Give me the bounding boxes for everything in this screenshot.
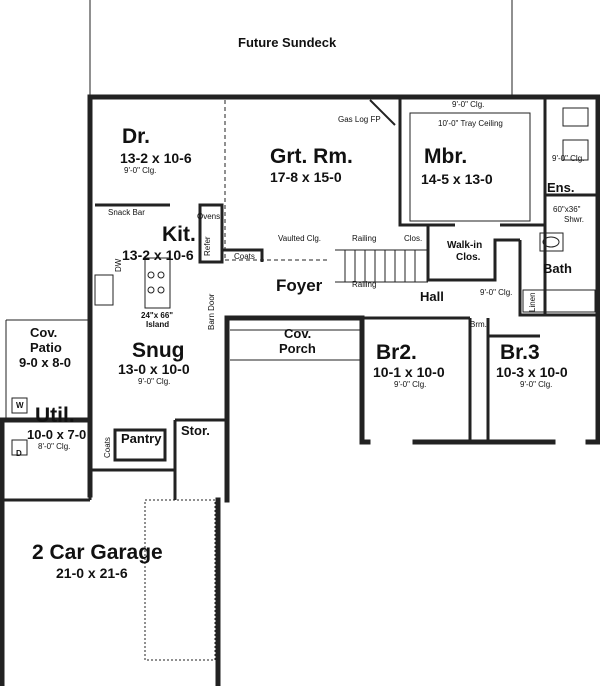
patio-dim: 9-0 x 8-0 bbox=[19, 355, 72, 370]
br3-name: Br.3 bbox=[500, 341, 540, 364]
foyer-label: Foyer bbox=[276, 276, 323, 295]
mbr-dim: 14-5 x 13-0 bbox=[421, 171, 493, 187]
br2-clg: 9'-0" Clg. bbox=[394, 380, 427, 389]
snug-name: Snug bbox=[132, 339, 185, 362]
ens-clg: 9'-0" Clg. bbox=[552, 154, 585, 163]
dr-dim: 13-2 x 10-6 bbox=[120, 150, 192, 166]
kit-name: Kit. bbox=[162, 223, 196, 246]
walkin-label-2: Clos. bbox=[456, 252, 481, 263]
kit-dim: 13-2 x 10-6 bbox=[122, 247, 194, 263]
snug-dim: 13-0 x 10-0 bbox=[118, 361, 190, 377]
vaulted-label: Vaulted Clg. bbox=[278, 234, 321, 243]
railing-label-2: Railing bbox=[352, 280, 377, 289]
util-clg: 8'-0" Clg. bbox=[38, 442, 71, 451]
exterior-walls bbox=[0, 94, 600, 686]
washer-label: W bbox=[16, 401, 24, 410]
snack-bar-label: Snack Bar bbox=[108, 208, 145, 217]
snug-clg: 9'-0" Clg. bbox=[138, 377, 171, 386]
coats-label-1: Coats bbox=[234, 252, 255, 261]
brm-label: Brm. bbox=[470, 320, 487, 329]
grt-name: Grt. Rm. bbox=[270, 145, 353, 168]
shower-label: 60"x36" bbox=[553, 205, 581, 214]
shower-label-2: Shwr. bbox=[564, 215, 585, 224]
util-dim: 10-0 x 7-0 bbox=[27, 427, 87, 442]
util-name: Util. bbox=[35, 404, 75, 427]
fixtures bbox=[5, 99, 596, 661]
hall-clg-label: 9'-0" Clg. bbox=[480, 288, 513, 297]
br3-dim: 10-3 x 10-0 bbox=[496, 364, 568, 380]
dw-label: DW bbox=[114, 258, 123, 272]
hall-label: Hall bbox=[420, 289, 444, 304]
mbr-clg-label: 9'-0" Clg. bbox=[452, 100, 485, 109]
linen-label: Linen bbox=[528, 292, 537, 312]
sundeck-outline bbox=[89, 0, 513, 95]
sundeck-label: Future Sundeck bbox=[238, 35, 337, 50]
railing-label-1: Railing bbox=[352, 234, 377, 243]
dr-name: Dr. bbox=[122, 125, 151, 148]
garage-name: 2 Car Garage bbox=[32, 541, 163, 564]
porch-label-1: Cov. bbox=[284, 326, 312, 341]
tray-label: 10'-0" Tray Ceiling bbox=[438, 119, 503, 128]
gas-log-label: Gas Log FP bbox=[338, 115, 381, 124]
pantry-label: Pantry bbox=[121, 431, 162, 446]
coats-label-2: Coats bbox=[103, 437, 112, 458]
island-label-1: 24"x 66" bbox=[141, 311, 174, 320]
patio-label-2: Patio bbox=[30, 340, 62, 355]
bath-label: Bath bbox=[543, 261, 572, 276]
dryer-label: D bbox=[16, 449, 22, 458]
dr-clg: 9'-0" Clg. bbox=[124, 166, 157, 175]
garage-dim: 21-0 x 21-6 bbox=[56, 565, 128, 581]
refer-label: Refer bbox=[203, 236, 212, 256]
clos-label: Clos. bbox=[404, 234, 423, 243]
interior-walls bbox=[0, 97, 598, 502]
br2-name: Br2. bbox=[376, 341, 417, 364]
mbr-name: Mbr. bbox=[424, 145, 468, 168]
ovens-label: Ovens bbox=[197, 212, 221, 221]
walkin-label-1: Walk-in bbox=[447, 240, 483, 251]
island-label-2: Island bbox=[146, 320, 170, 329]
ens-name: Ens. bbox=[547, 180, 575, 195]
stor-label: Stor. bbox=[181, 423, 210, 438]
barn-door-label: Barn Door bbox=[207, 293, 216, 330]
porch-label-2: Porch bbox=[279, 341, 316, 356]
br3-clg: 9'-0" Clg. bbox=[520, 380, 553, 389]
br2-dim: 10-1 x 10-0 bbox=[373, 364, 445, 380]
patio-label-1: Cov. bbox=[30, 325, 58, 340]
grt-dim: 17-8 x 15-0 bbox=[270, 169, 342, 185]
